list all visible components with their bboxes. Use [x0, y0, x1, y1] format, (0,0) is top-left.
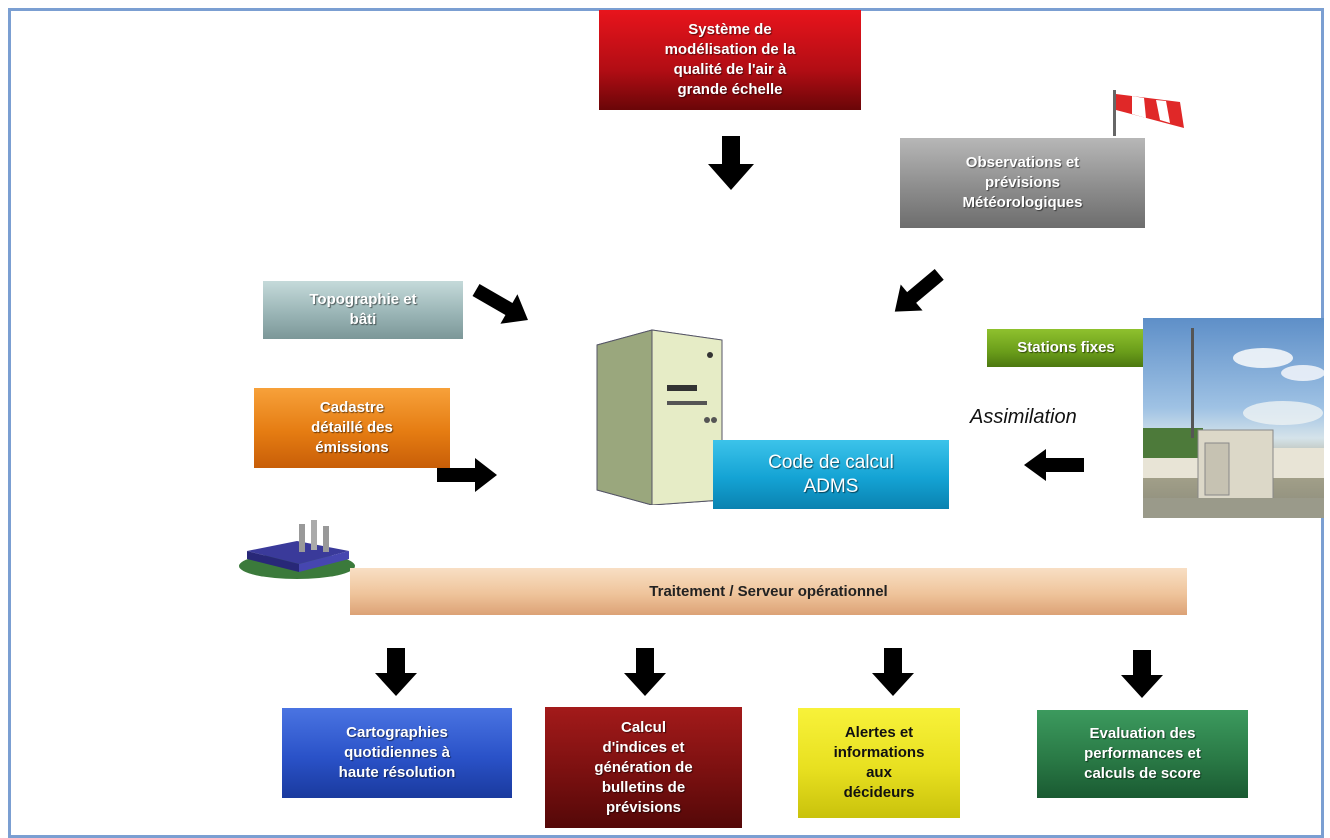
arrow-from-cadastre	[437, 458, 497, 492]
box-code-label: Code de calcul ADMS	[768, 451, 894, 497]
box-topographie-label: Topographie et bâti	[309, 291, 417, 328]
box-cartographies: Cartographies quotidiennes à haute résol…	[282, 708, 512, 798]
box-topographie: Topographie et bâti	[263, 281, 463, 339]
box-observations-label: Observations et prévisions Météorologiqu…	[962, 154, 1083, 211]
box-calcul-label: Calcul d'indices et génération de bullet…	[594, 718, 693, 816]
box-calcul-indices: Calcul d'indices et génération de bullet…	[545, 707, 742, 828]
arrow-down-4	[1121, 650, 1163, 698]
bar-traitement: Traitement / Serveur opérationnel	[350, 568, 1187, 615]
box-evaluation: Evaluation des performances et calculs d…	[1037, 710, 1248, 798]
box-alertes: Alertes et informations aux décideurs	[798, 708, 960, 818]
label-assimilation-text: Assimilation	[970, 406, 1077, 428]
arrow-down-from-systeme	[708, 136, 754, 190]
box-observations: Observations et prévisions Météorologiqu…	[900, 138, 1145, 228]
box-systeme-label: Système de modélisation de la qualité de…	[664, 21, 796, 98]
box-stations-label: Stations fixes	[1017, 339, 1115, 356]
box-alertes-label: Alertes et informations aux décideurs	[833, 724, 925, 801]
box-code-calcul: Code de calcul ADMS	[713, 440, 949, 509]
box-evaluation-label: Evaluation des performances et calculs d…	[1084, 725, 1201, 782]
box-cartographies-label: Cartographies quotidiennes à haute résol…	[338, 724, 456, 781]
arrow-down-3	[872, 648, 914, 696]
box-cadastre-label: Cadastre détaillé des émissions	[311, 399, 393, 456]
windsock-icon	[1110, 88, 1190, 138]
factory-icon	[237, 516, 357, 582]
box-systeme-modelisation: Système de modélisation de la qualité de…	[599, 10, 861, 110]
station-photo-icon	[1143, 318, 1324, 518]
arrow-down-1	[375, 648, 417, 696]
arrow-from-observations	[886, 268, 948, 318]
arrow-from-stations	[1024, 449, 1084, 481]
computer-tower-icon	[592, 325, 732, 506]
bar-traitement-label: Traitement / Serveur opérationnel	[649, 582, 888, 600]
arrow-down-2	[624, 648, 666, 696]
box-stations-fixes: Stations fixes	[987, 329, 1145, 367]
box-cadastre: Cadastre détaillé des émissions	[254, 388, 450, 468]
arrow-from-topographie	[470, 283, 534, 327]
label-assimilation: Assimilation	[970, 406, 1077, 429]
